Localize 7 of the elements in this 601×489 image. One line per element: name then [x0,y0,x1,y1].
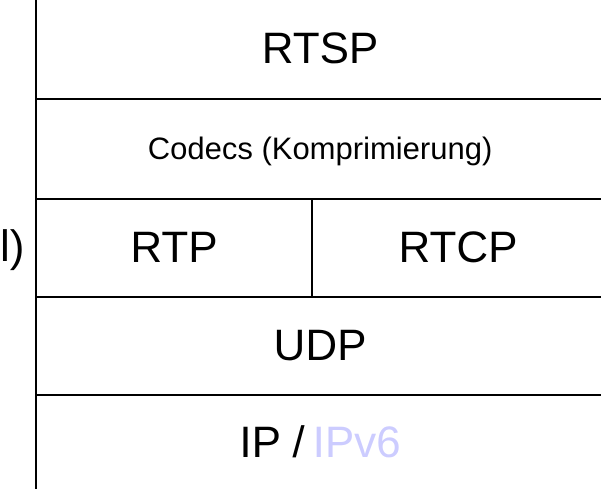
layer-label: UDP [274,321,366,371]
side-note: l) [0,222,24,272]
layer-label: IP / [239,418,305,468]
layer-label: RTP [130,223,218,273]
layer-label: RTSP [262,24,378,74]
layer-label: Codecs (Komprimierung) [148,131,492,167]
layer-label: RTCP [398,223,518,273]
